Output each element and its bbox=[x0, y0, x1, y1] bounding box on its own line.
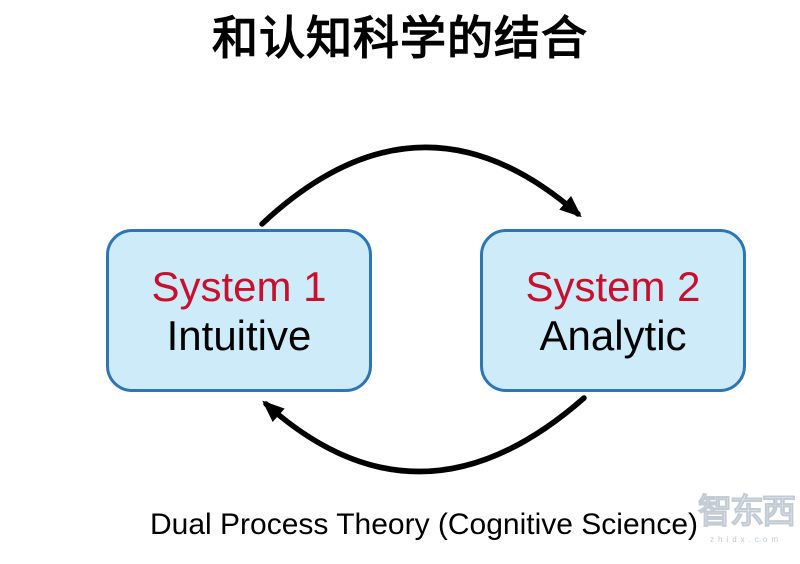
node-system1: System 1 Intuitive bbox=[106, 229, 372, 392]
arrow-top-system1-to-system2 bbox=[259, 144, 582, 227]
node-system2-subtitle: Analytic bbox=[539, 311, 687, 359]
node-system1-subtitle: Intuitive bbox=[166, 311, 312, 359]
arrow-bottom-system2-to-system1 bbox=[262, 395, 587, 475]
node-system1-title: System 1 bbox=[151, 262, 327, 310]
node-system2: System 2 Analytic bbox=[480, 229, 746, 392]
node-system2-title: System 2 bbox=[525, 262, 701, 310]
slide-title: 和认知科学的结合 bbox=[212, 12, 588, 64]
slide-caption: Dual Process Theory (Cognitive Science) bbox=[150, 508, 699, 541]
